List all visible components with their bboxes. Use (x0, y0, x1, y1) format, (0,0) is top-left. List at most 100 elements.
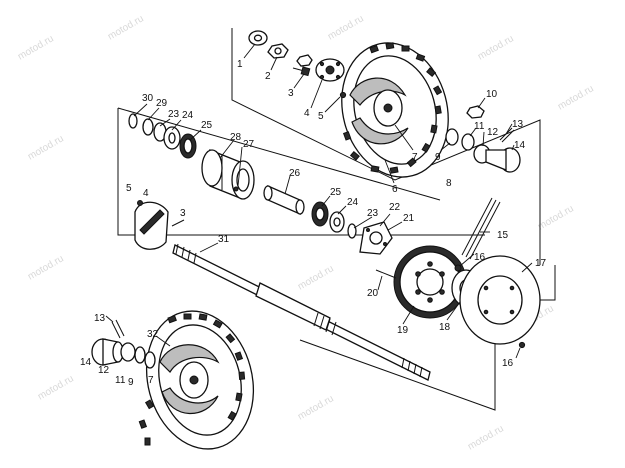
axle-splines (175, 243, 423, 378)
nut-5-left (137, 200, 143, 206)
callout-11-left: 11 (115, 375, 126, 386)
callout-13: 13 (512, 119, 524, 130)
callout-26: 26 (289, 168, 301, 179)
callout-21: 21 (403, 213, 415, 224)
spacer-9-left (144, 351, 156, 369)
drive-chain-15 (461, 197, 501, 260)
housing-bolt-27 (233, 186, 239, 192)
seal-29 (142, 118, 154, 136)
callout-23-right: 23 (367, 208, 379, 219)
callout-4: 4 (304, 108, 310, 119)
callout-4-left: 4 (143, 188, 149, 199)
callout-13-left: 13 (94, 313, 106, 324)
cap-12-left (120, 342, 136, 362)
callout-31: 31 (218, 234, 230, 245)
callout-3: 3 (288, 88, 294, 99)
callout-24: 24 (182, 110, 194, 121)
callout-12: 12 (487, 127, 499, 138)
callout-20: 20 (367, 288, 379, 299)
sprocket-19 (393, 245, 467, 319)
left-hub-plate (134, 200, 185, 250)
callout-25-right: 25 (330, 187, 342, 198)
callout-8: 8 (446, 178, 452, 189)
right-rim-lower (351, 117, 409, 145)
right-rim-upper (349, 77, 407, 106)
brake-assembly (375, 255, 541, 349)
sprocket-hub (359, 221, 393, 255)
axle-group-frame-top (117, 107, 441, 201)
callout-25: 25 (201, 120, 213, 131)
callout-28: 28 (230, 132, 242, 143)
callout-14: 14 (514, 140, 526, 151)
left-rim-upper (159, 344, 220, 373)
watermark-layer: motod.ru motod.ru motod.ru motod.ru moto… (16, 13, 596, 452)
watermark: motod.ru (476, 33, 516, 62)
spacer-tube-26 (263, 185, 305, 215)
callout-16: 16 (474, 252, 486, 263)
washer-23-right (347, 223, 357, 239)
nut-5 (339, 91, 347, 99)
callout-23: 23 (168, 109, 180, 120)
watermark: motod.ru (326, 13, 366, 42)
axle-boss (255, 282, 331, 331)
bearing-stack (128, 113, 197, 159)
watermark: motod.ru (36, 373, 76, 402)
nut-4 (296, 54, 313, 67)
callout-5: 5 (318, 111, 324, 122)
watermark: motod.ru (26, 253, 66, 282)
callout-2: 2 (265, 71, 271, 82)
bolt-20 (375, 269, 397, 279)
washer-11 (461, 133, 475, 151)
callout-29: 29 (156, 98, 168, 109)
callout-5-left: 5 (126, 183, 132, 194)
callout-7: 7 (412, 152, 418, 163)
bolt-3-left (171, 219, 185, 227)
callout-labels: 1 2 3 4 5 7 6 8 9 10 11 12 13 14 30 29 2… (80, 59, 547, 388)
watermark: motod.ru (26, 133, 66, 162)
watermark: motod.ru (106, 13, 146, 42)
housing-left-end (201, 149, 223, 187)
watermark: motod.ru (296, 393, 336, 422)
watermark: motod.ru (556, 83, 596, 112)
callout-18: 18 (439, 322, 451, 333)
callout-12-left: 12 (98, 365, 110, 376)
nut-10 (466, 105, 485, 119)
callout-14-left: 14 (80, 357, 92, 368)
cotter-pin-13 (499, 127, 515, 143)
callout-17: 17 (535, 258, 547, 269)
callout-19: 19 (397, 325, 409, 336)
callout-6: 6 (392, 184, 398, 195)
nut-16 (454, 264, 462, 272)
right-hub-hole (383, 103, 393, 113)
left-wheel-assembly (91, 310, 255, 450)
washer-11-left (134, 346, 146, 364)
cotter-pin-13-left (111, 319, 125, 339)
callout-7-left: 7 (148, 375, 154, 386)
callout-32: 32 (147, 329, 159, 340)
callout-22: 22 (389, 202, 401, 213)
left-rim-lower (161, 387, 219, 415)
right-wheel-frame (231, 28, 541, 265)
right-wheel-assembly (248, 30, 521, 178)
callout-24-right: 24 (347, 197, 359, 208)
callout-27: 27 (243, 139, 255, 150)
callout-1: 1 (237, 59, 243, 70)
watermark: motod.ru (536, 203, 576, 232)
callout-15: 15 (497, 230, 509, 241)
callout-9-left: 9 (128, 377, 134, 388)
callout-11: 11 (474, 121, 485, 132)
axle-housing (201, 149, 255, 200)
callout-9: 9 (435, 152, 441, 163)
leader-lines (105, 43, 533, 359)
watermark: motod.ru (296, 263, 336, 292)
callout-3-left: 3 (180, 208, 186, 219)
tire-tread-knobs (342, 42, 443, 174)
callout-30: 30 (142, 93, 154, 104)
watermark: motod.ru (16, 33, 56, 62)
circlip-30 (128, 113, 138, 129)
spacer-9 (445, 128, 459, 146)
bearing-stack-right (311, 201, 357, 239)
main-axle-31 (172, 243, 431, 381)
